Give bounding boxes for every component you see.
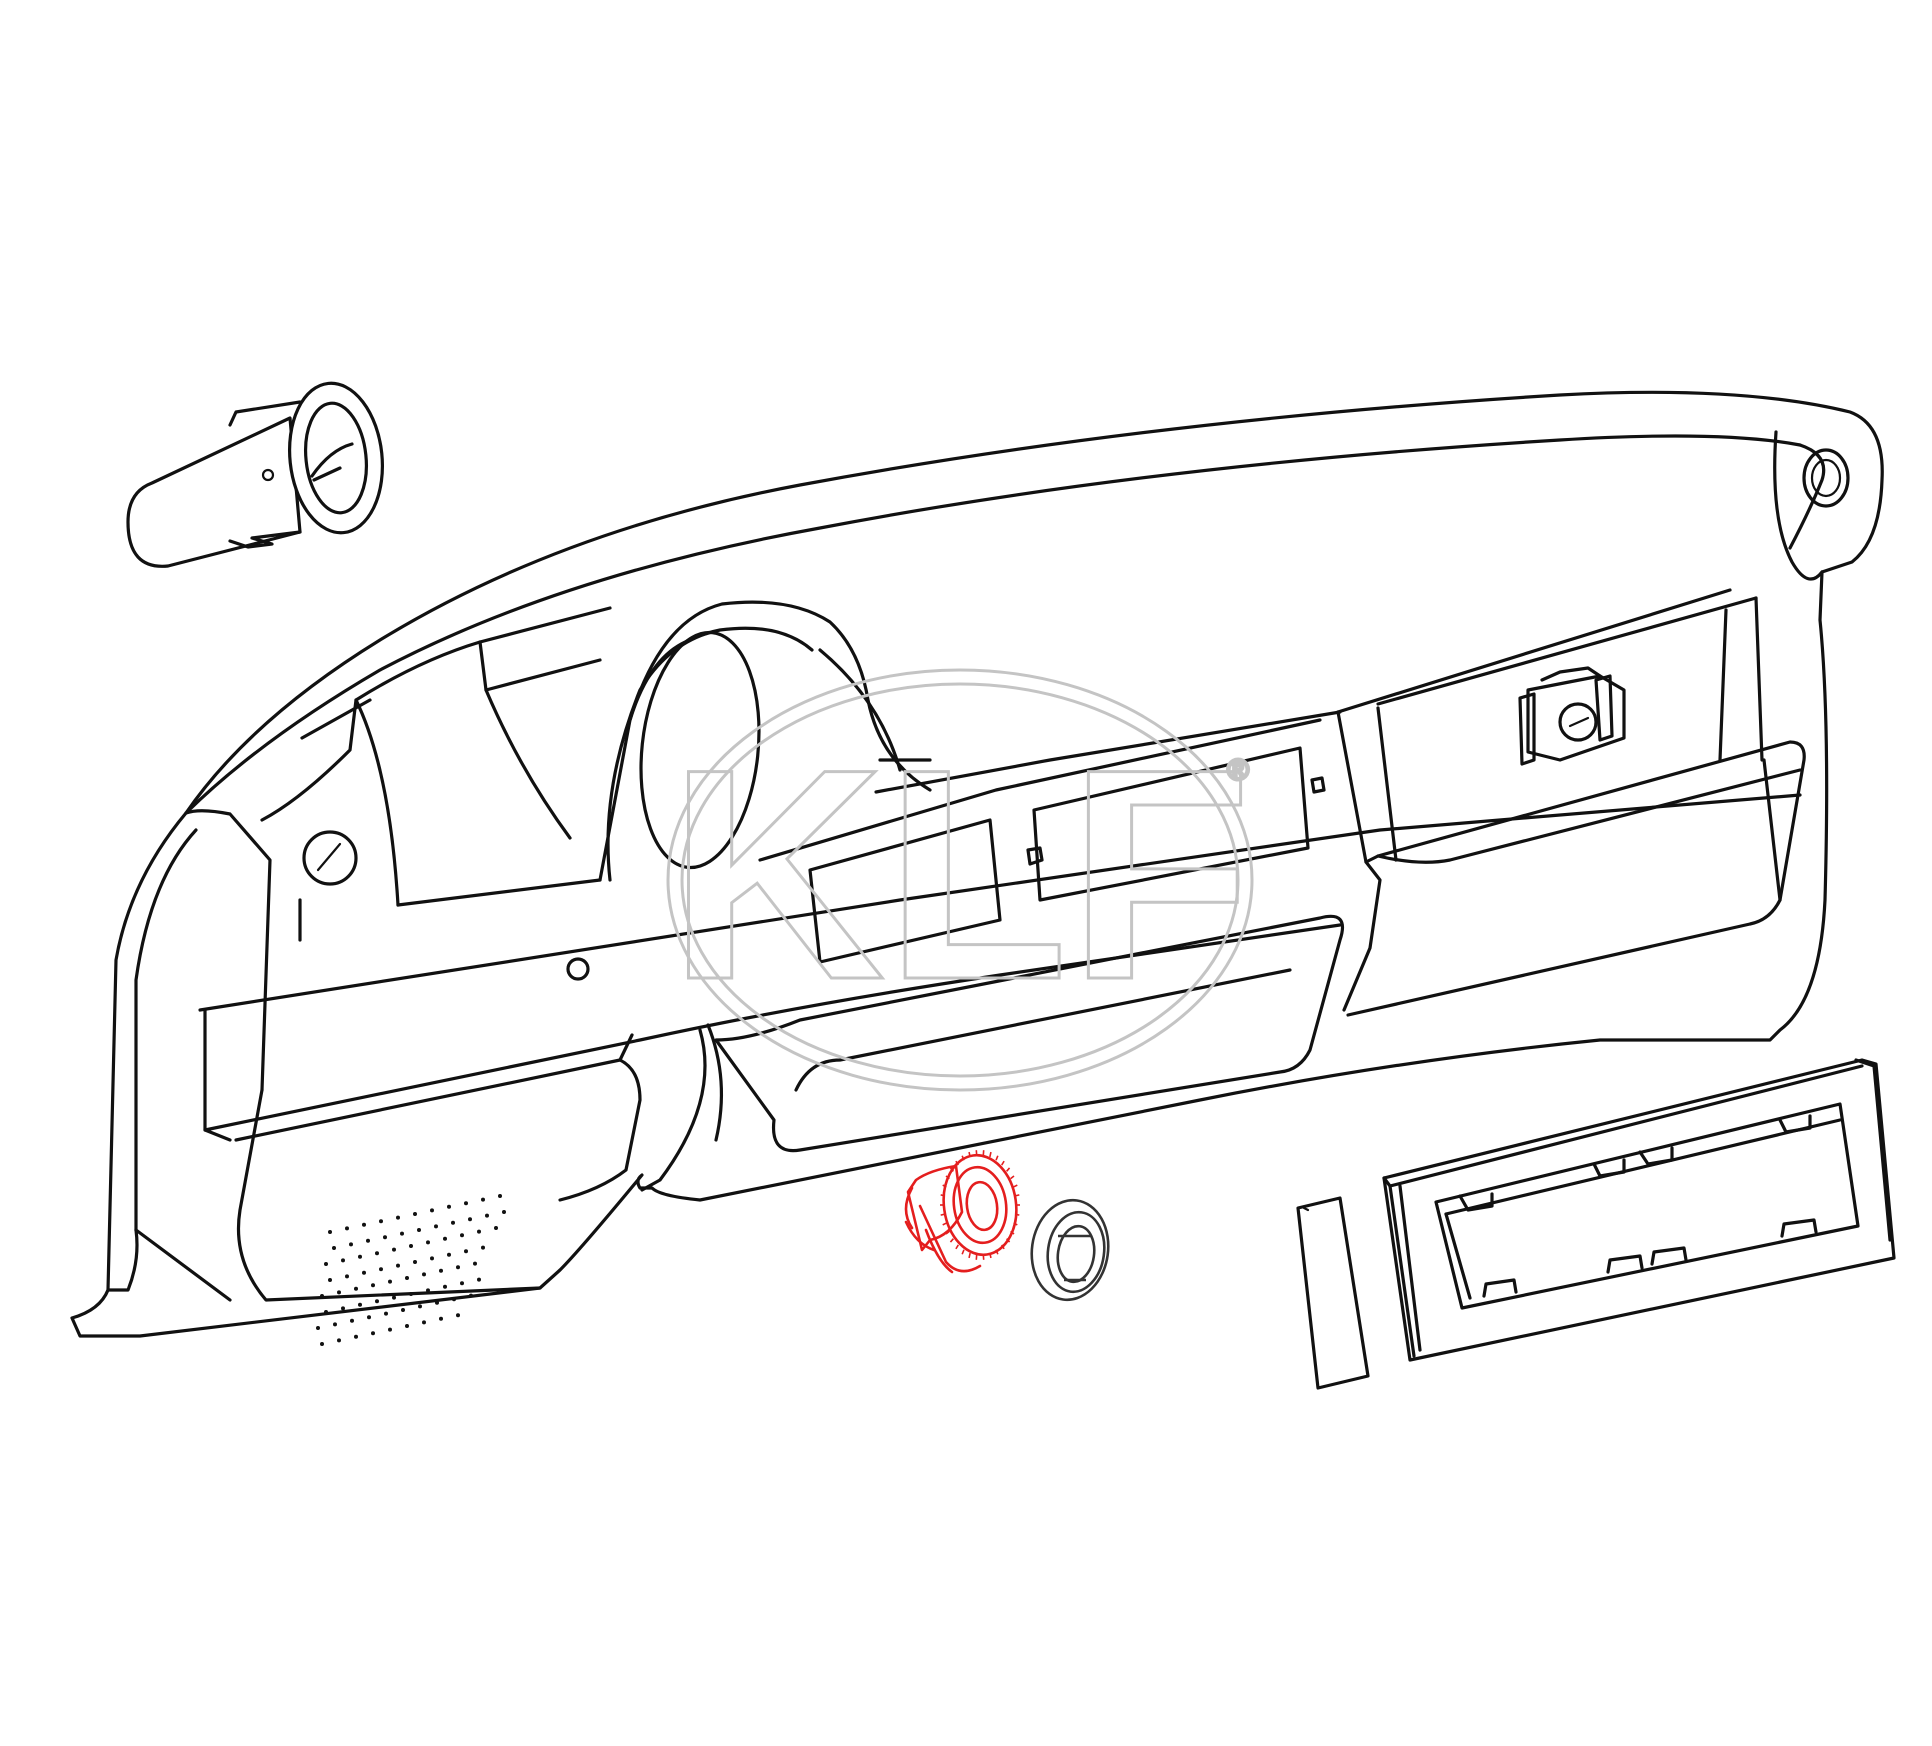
registered-mark: ® xyxy=(1227,754,1249,787)
air-vent-outlet[interactable] xyxy=(126,379,390,568)
glovebox-lock[interactable] xyxy=(1518,666,1626,766)
knob-bezel[interactable] xyxy=(904,1150,1023,1274)
knob-washer[interactable] xyxy=(1025,1195,1114,1305)
radio-blank-plate[interactable] xyxy=(1296,1196,1370,1390)
watermark-logo-text: KLF xyxy=(668,706,1251,1042)
watermark-logo: KLF ® xyxy=(666,668,1254,1092)
dashboard[interactable] xyxy=(70,390,1884,1338)
radio-frame[interactable] xyxy=(1382,1058,1896,1362)
speaker-grille xyxy=(316,1194,506,1346)
